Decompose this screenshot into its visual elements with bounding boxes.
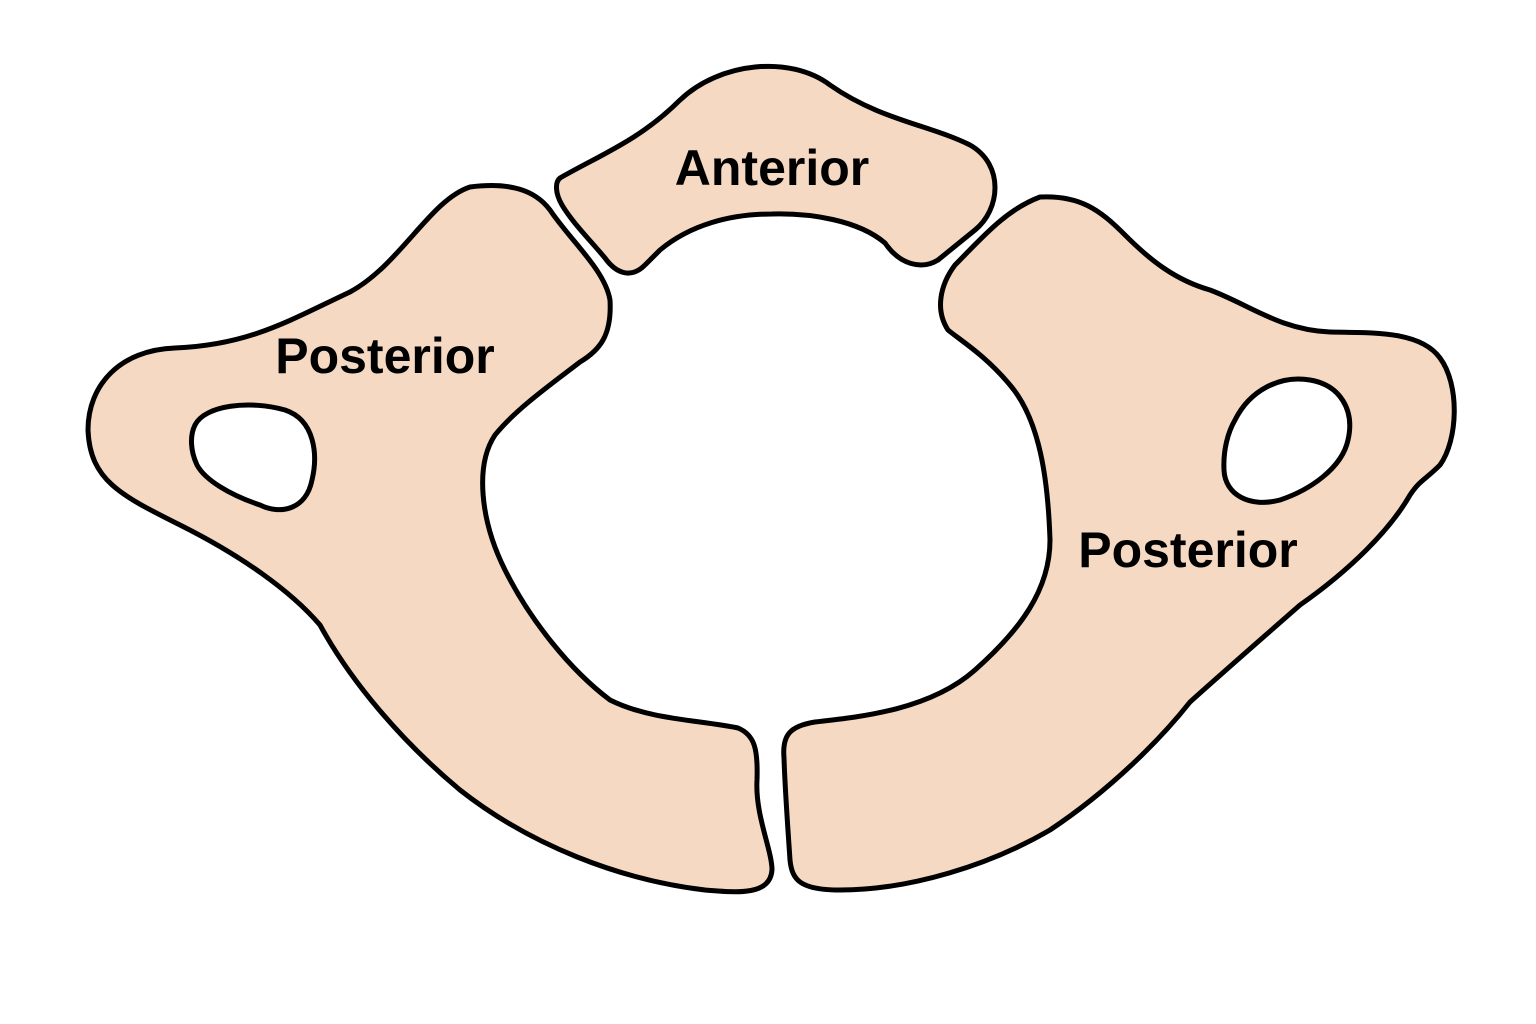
- anterior-segment: [554, 63, 998, 276]
- right-transverse-foramen: [1221, 376, 1353, 505]
- anterior-label: Anterior: [675, 140, 869, 196]
- posterior-left-label: Posterior: [275, 328, 495, 384]
- posterior-right-label: Posterior: [1078, 522, 1298, 578]
- posterior-right-segment: [781, 194, 1457, 893]
- left-transverse-foramen: [189, 402, 317, 513]
- posterior-left-segment: [85, 183, 775, 895]
